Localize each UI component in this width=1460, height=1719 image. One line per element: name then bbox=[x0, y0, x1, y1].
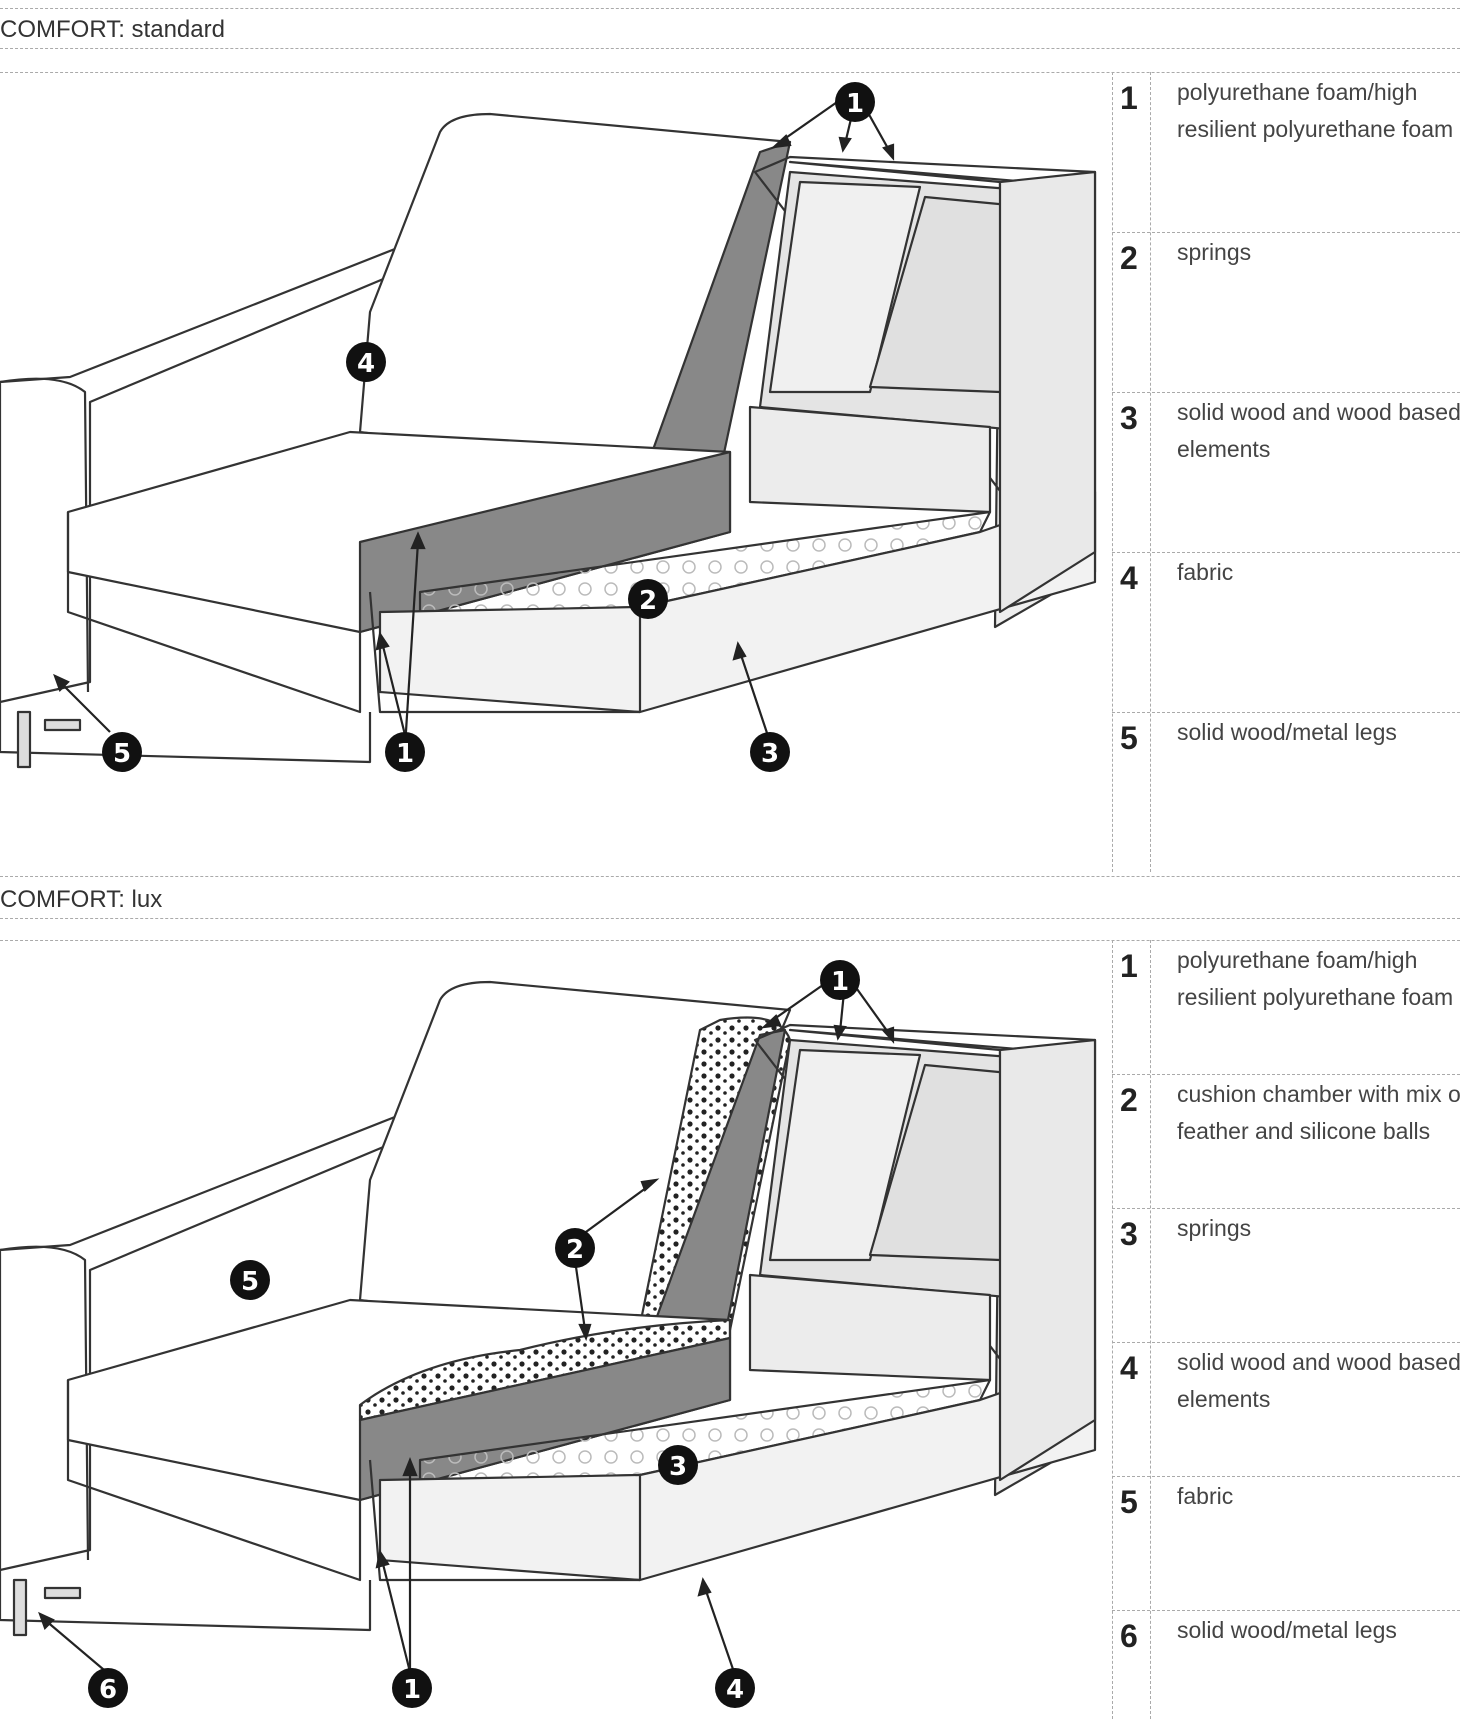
legend-text: solid wood and wood based elements bbox=[1177, 1349, 1460, 1412]
legend-number: 2 bbox=[1120, 240, 1138, 276]
legend-border bbox=[1112, 72, 1113, 872]
divider bbox=[1112, 1476, 1460, 1477]
sofa-cutaway-lux: 1 2 5 3 6 1 4 bbox=[0, 960, 1097, 1708]
legend-number: 1 bbox=[1120, 80, 1138, 116]
divider bbox=[0, 918, 1460, 919]
legend-text: solid wood/metal legs bbox=[1177, 1617, 1397, 1643]
section-title-lux: COMFORT: lux bbox=[0, 886, 163, 913]
svg-text:2: 2 bbox=[639, 586, 657, 616]
divider bbox=[1112, 712, 1460, 713]
divider bbox=[1112, 1074, 1460, 1075]
divider bbox=[0, 72, 1460, 73]
divider bbox=[1112, 1342, 1460, 1343]
legend-number: 6 bbox=[1120, 1618, 1138, 1654]
sofa-cutaway-standard: 1 4 2 5 1 3 bbox=[0, 82, 1097, 772]
divider bbox=[1112, 552, 1460, 553]
legend-text: solid wood/metal legs bbox=[1177, 719, 1397, 745]
svg-text:5: 5 bbox=[241, 1267, 259, 1297]
svg-text:5: 5 bbox=[113, 739, 131, 769]
legend-text: springs bbox=[1177, 239, 1252, 265]
callout-wood-badge: 4 bbox=[715, 1668, 755, 1708]
divider bbox=[0, 8, 1460, 9]
callout-fabric-badge: 5 bbox=[230, 1260, 270, 1300]
legend-number: 3 bbox=[1120, 1216, 1138, 1252]
legend-text: fabric bbox=[1177, 1483, 1234, 1509]
divider bbox=[1112, 1610, 1460, 1611]
svg-text:1: 1 bbox=[831, 967, 849, 997]
legend-number: 4 bbox=[1120, 1350, 1138, 1386]
section-title-standard: COMFORT: standard bbox=[0, 16, 225, 43]
svg-text:3: 3 bbox=[669, 1452, 687, 1482]
legend-text: springs bbox=[1177, 1215, 1252, 1241]
legend-border bbox=[1150, 72, 1151, 872]
legend-text: cushion chamber with mix of feather and … bbox=[1177, 1081, 1460, 1144]
legend-text: fabric bbox=[1177, 559, 1234, 585]
legend-number: 2 bbox=[1120, 1082, 1138, 1118]
legend-number: 3 bbox=[1120, 400, 1138, 436]
divider bbox=[1112, 232, 1460, 233]
legend-number: 4 bbox=[1120, 560, 1138, 596]
callout-springs-badge: 2 bbox=[628, 579, 668, 619]
svg-text:4: 4 bbox=[726, 1675, 744, 1705]
svg-text:1: 1 bbox=[396, 739, 414, 769]
legend-text: solid wood and wood based elements bbox=[1177, 399, 1460, 462]
callout-springs-badge: 3 bbox=[658, 1445, 698, 1485]
svg-text:1: 1 bbox=[403, 1675, 421, 1705]
svg-text:3: 3 bbox=[761, 739, 779, 769]
legend-border bbox=[1112, 940, 1113, 1719]
callout-wood-badge: 3 bbox=[750, 732, 790, 772]
svg-text:1: 1 bbox=[846, 89, 864, 119]
divider bbox=[0, 876, 1460, 877]
callout-foam-top-badge: 1 bbox=[835, 82, 875, 122]
legend-border bbox=[1150, 940, 1151, 1719]
legend-number: 5 bbox=[1120, 720, 1138, 756]
callout-cushion-badge: 2 bbox=[555, 1228, 595, 1268]
svg-text:6: 6 bbox=[99, 1675, 117, 1705]
callout-foam-bottom-badge: 1 bbox=[385, 732, 425, 772]
legend-text: polyurethane foam/high resilient polyure… bbox=[1177, 79, 1454, 142]
divider bbox=[0, 48, 1460, 49]
callout-foam-top-badge: 1 bbox=[820, 960, 860, 1000]
legend-number: 5 bbox=[1120, 1484, 1138, 1520]
divider bbox=[1112, 392, 1460, 393]
callout-fabric-badge: 4 bbox=[346, 342, 386, 382]
divider bbox=[1112, 1208, 1460, 1209]
legend-text: polyurethane foam/high resilient polyure… bbox=[1177, 947, 1454, 1010]
callout-legs-badge: 6 bbox=[88, 1668, 128, 1708]
svg-text:2: 2 bbox=[566, 1235, 584, 1265]
divider bbox=[0, 940, 1460, 941]
legend-number: 1 bbox=[1120, 948, 1138, 984]
svg-text:4: 4 bbox=[357, 349, 375, 379]
callout-foam-bottom-badge: 1 bbox=[392, 1668, 432, 1708]
callout-legs-badge: 5 bbox=[102, 732, 142, 772]
